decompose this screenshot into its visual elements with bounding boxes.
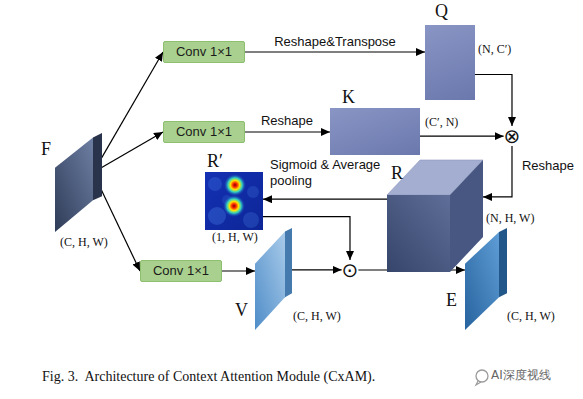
cube-front bbox=[387, 195, 450, 272]
box-label: Conv 1×1 bbox=[176, 125, 232, 140]
tensor-name: E bbox=[446, 290, 457, 311]
watermark-icon bbox=[476, 370, 488, 385]
tensor-name: V bbox=[235, 300, 248, 321]
operation-label: Reshape bbox=[522, 158, 574, 174]
connector-arrow bbox=[483, 146, 512, 197]
dimension-label: (C, H, W) bbox=[507, 310, 555, 324]
matrix-box: K(C′, N) bbox=[330, 108, 420, 155]
connector-arrow bbox=[475, 75, 512, 127]
slab-front bbox=[465, 232, 499, 330]
attention-heatmap: R′(1, H, W) bbox=[205, 172, 263, 230]
figure-caption: Fig. 3. Architecture of Context Attentio… bbox=[42, 369, 375, 385]
shape-outline bbox=[465, 228, 507, 330]
slab-side bbox=[499, 228, 507, 297]
heatmap-patch bbox=[208, 177, 222, 191]
operator-symbol: ⊙ bbox=[342, 260, 359, 280]
connector-arrow bbox=[93, 132, 163, 173]
heatmap-patch bbox=[247, 186, 259, 198]
tensor-name: R bbox=[391, 163, 403, 184]
tensor-name: Q bbox=[435, 1, 448, 22]
heatmap-patch bbox=[208, 207, 226, 225]
tensor-cube: R(N, H, W) bbox=[387, 160, 483, 272]
operation-label: Reshape&Transpose bbox=[274, 34, 396, 50]
slab-side bbox=[93, 133, 102, 200]
box-label: Conv 1×1 bbox=[153, 264, 209, 279]
shape-outline bbox=[55, 133, 102, 232]
matrix-box: Q(N, C′) bbox=[425, 25, 475, 100]
dimension-label: (N, H, W) bbox=[486, 212, 534, 226]
dimension-label: (C, H, W) bbox=[293, 310, 341, 324]
heatmap-patch bbox=[243, 212, 259, 228]
dimension-label: (N, C′) bbox=[478, 43, 511, 57]
shape-outline bbox=[205, 172, 263, 230]
operator-node: ⊗ bbox=[504, 126, 521, 146]
watermark-text: AI深度视线 bbox=[491, 369, 551, 383]
operation-label: Sigmoid & Average pooling bbox=[270, 157, 382, 189]
connector-arrow bbox=[222, 270, 255, 271]
slab-front bbox=[55, 138, 93, 233]
heatmap-spot bbox=[223, 195, 245, 217]
dimension-label: (1, H, W) bbox=[212, 231, 258, 245]
feature-map-slab: V(C, H, W) bbox=[255, 228, 292, 330]
shape-outline bbox=[255, 228, 292, 330]
heatmap-spot bbox=[224, 174, 246, 196]
heatmap-ground bbox=[205, 172, 263, 230]
connector-arrow bbox=[93, 52, 163, 173]
slab-side bbox=[285, 228, 292, 297]
operator-node: ⊙ bbox=[342, 260, 359, 280]
tensor-name: F bbox=[41, 139, 51, 160]
feature-map-slab: F(C, H, W) bbox=[55, 133, 102, 232]
connector-arrow bbox=[420, 136, 504, 137]
tensor-name: K bbox=[342, 87, 355, 108]
slab-front bbox=[255, 232, 285, 331]
conv-box: Conv 1×1 bbox=[163, 41, 245, 63]
conv-box: Conv 1×1 bbox=[163, 121, 245, 143]
connector-arrow bbox=[245, 51, 425, 52]
tensor-name: R′ bbox=[207, 151, 223, 172]
dimension-label: (C, H, W) bbox=[60, 236, 108, 250]
watermark-circle bbox=[476, 370, 488, 382]
watermark-tail bbox=[476, 381, 481, 385]
operator-symbol: ⊗ bbox=[504, 126, 521, 146]
box-label: Conv 1×1 bbox=[176, 45, 232, 60]
conv-box: Conv 1×1 bbox=[140, 260, 222, 282]
dimension-label: (C′, N) bbox=[425, 116, 458, 130]
connector-arrow bbox=[263, 199, 387, 200]
operation-label: Reshape bbox=[261, 113, 313, 129]
connector-arrow bbox=[245, 131, 330, 132]
feature-map-slab: E(C, H, W) bbox=[465, 228, 507, 330]
connector-arrow bbox=[292, 269, 342, 270]
